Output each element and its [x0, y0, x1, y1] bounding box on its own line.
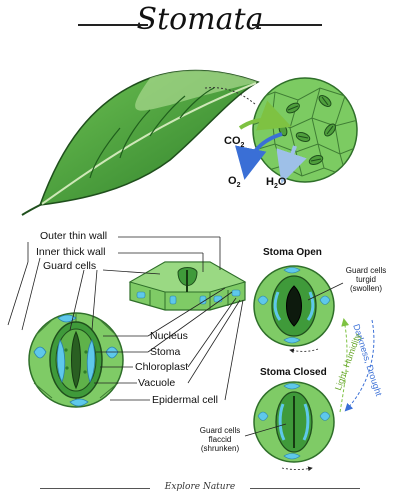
footer-text: Explore Nature: [164, 482, 236, 492]
title-rule-left: [78, 24, 148, 26]
stoma-detail-front: [28, 312, 124, 408]
leaf-illustration: [21, 69, 260, 216]
label-stoma: Stoma: [150, 346, 181, 358]
page-title: Stomata: [136, 2, 264, 37]
label-epidermal-cell: Epidermal cell: [152, 394, 218, 406]
footer-rule-left: [40, 488, 150, 489]
label-inner-thick-wall: Inner thick wall: [36, 246, 106, 258]
label-nucleus: Nucleus: [150, 330, 188, 342]
leader-lines: [7, 236, 244, 401]
title-rule-right: [252, 24, 322, 26]
stoma-open-illustration: [253, 265, 335, 347]
footer-rule-right: [250, 488, 360, 489]
stoma-closed-heading: Stoma Closed: [260, 367, 327, 378]
label-outer-thin-wall: Outer thin wall: [40, 230, 108, 242]
zoom-epidermis: [252, 77, 358, 183]
stoma-cross-section: [128, 261, 247, 311]
co2-label: CO2: [224, 135, 245, 150]
stoma-open-heading: Stoma Open: [263, 247, 322, 258]
h2o-label: H2O: [266, 176, 287, 191]
stoma-closed-illustration: [253, 381, 335, 463]
label-chloroplast: Chloroplast: [135, 361, 189, 373]
label-vacuole: Vacuole: [138, 377, 176, 389]
o2-label: O2: [228, 175, 241, 190]
label-guard-cells: Guard cells: [43, 260, 97, 272]
